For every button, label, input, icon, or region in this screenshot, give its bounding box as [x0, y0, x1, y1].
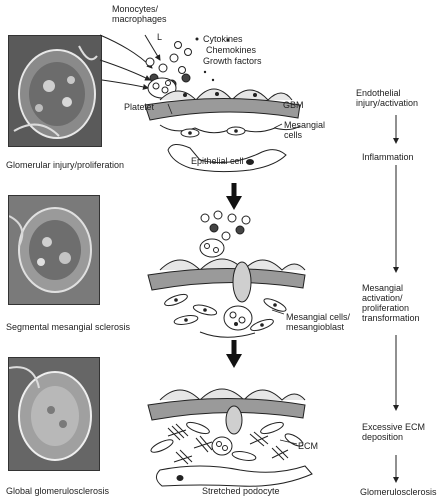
panel-caption-2: Segmental mesangial sclerosis [6, 322, 131, 332]
micrograph-injury [8, 35, 102, 147]
panel-caption-1: Glomerular injury/proliferation [6, 160, 125, 170]
label-mesangial-cells: Mesangial cells [284, 120, 326, 140]
label-stretched-podocyte: Stretched podocyte [202, 486, 280, 496]
label-growth-factors: Growth factors [203, 56, 262, 66]
stage-endothelial: Endothelial injury/activation [356, 88, 419, 108]
micrograph-segmental-texture [9, 196, 99, 304]
label-cytokines: Cytokines [203, 34, 243, 44]
micrograph-segmental [8, 195, 100, 305]
stage-inflammation: Inflammation [362, 152, 414, 162]
label-mesangioblast: Mesangial cells/ mesangioblast [286, 312, 351, 332]
label-gbm: GBM [283, 100, 304, 110]
stage-excessive-ecm: Excessive ECM deposition [362, 422, 426, 442]
stage-glomerulosclerosis: Glomerulosclerosis [360, 487, 437, 497]
label-chemokines: Chemokines [206, 45, 257, 55]
label-monocytes: Monocytes/ macrophages [112, 4, 167, 24]
micrograph-global [8, 357, 100, 471]
label-epithelial-cell: Epithelial cell [191, 156, 244, 166]
label-platelet: Platelet [124, 102, 155, 112]
panel-caption-3: Global glomerulosclerosis [6, 486, 110, 496]
micrograph-injury-texture [9, 36, 101, 146]
label-ecm: ECM [298, 441, 318, 451]
stage-mesangial-activation: Mesangial activation/ proliferation tran… [362, 283, 420, 323]
label-l: L [157, 32, 163, 42]
micrograph-global-texture [9, 358, 99, 470]
